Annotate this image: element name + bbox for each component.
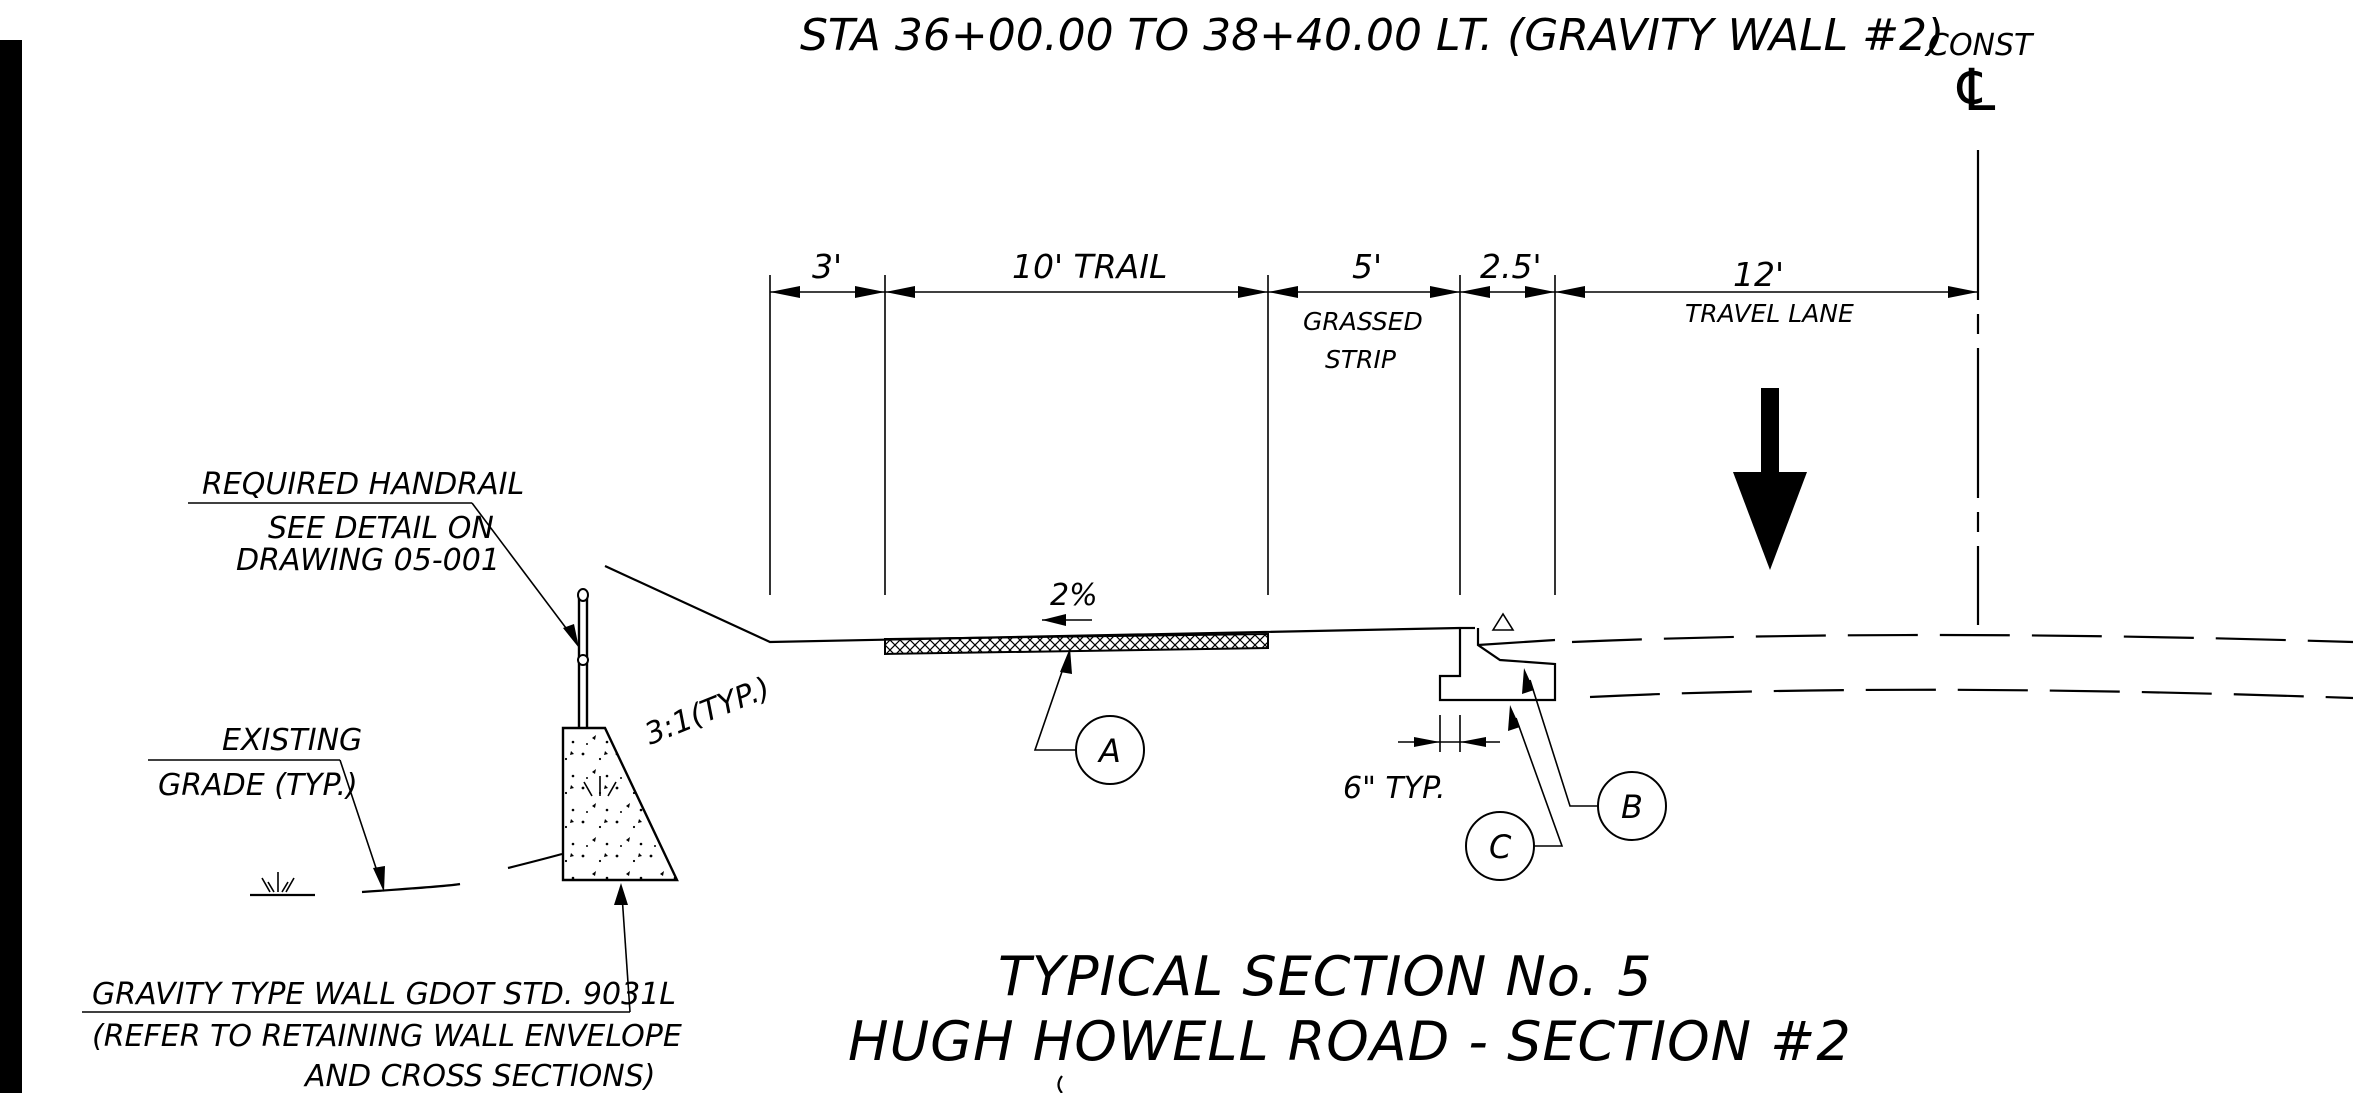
callout-b <box>1522 668 1667 841</box>
traffic-direction-arrow <box>1733 388 1807 570</box>
svg-text:EXISTING: EXISTING <box>222 723 362 758</box>
callout-c-label: C <box>1489 828 1512 866</box>
curb-and-gutter <box>1438 612 1557 702</box>
slope-label: 3:1(TYP.) <box>640 671 775 753</box>
existing-grade-note: EXISTING GRADE (TYP.) <box>148 723 385 892</box>
cross-slope-label: 2% <box>1050 578 1098 613</box>
extension-lines <box>769 275 1556 595</box>
gravity-wall-note: GRAVITY TYPE WALL GDOT STD. 9031L (REFER… <box>82 883 682 1093</box>
sheet-border-bar <box>0 40 22 1093</box>
svg-text:SEE DETAIL ON: SEE DETAIL ON <box>268 511 494 546</box>
dim-3ft: 3' <box>812 247 842 286</box>
callout-a-label: A <box>1097 732 1121 770</box>
road-title: HUGH HOWELL ROAD - SECTION #2 <box>848 1010 1852 1073</box>
dim-strip: STRIP <box>1325 345 1397 374</box>
dim-travel-lane: TRAVEL LANE <box>1685 299 1854 328</box>
dimension-string <box>770 286 1978 298</box>
gravity-wall <box>561 726 679 882</box>
svg-text:AND CROSS SECTIONS): AND CROSS SECTIONS) <box>303 1059 655 1093</box>
roadway-surface-line <box>1571 633 2353 644</box>
centerline-symbol: ℄ <box>1956 56 1995 124</box>
trail-pavement <box>884 632 1269 656</box>
svg-text:GRAVITY TYPE WALL GDOT STD. 90: GRAVITY TYPE WALL GDOT STD. 9031L <box>92 977 676 1012</box>
dim-12ft: 12' <box>1733 255 1784 294</box>
curb-offset-label: 6" TYP. <box>1343 771 1446 806</box>
dim-10ft-trail: 10' TRAIL <box>1012 247 1167 286</box>
roadway-subbase-line <box>1589 688 2353 700</box>
svg-text:GRADE (TYP.): GRADE (TYP.) <box>158 768 358 803</box>
section-title: TYPICAL SECTION No. 5 <box>998 945 1653 1008</box>
svg-text:REQUIRED HANDRAIL: REQUIRED HANDRAIL <box>202 467 524 502</box>
dim-2-5ft: 2.5' <box>1480 247 1542 286</box>
svg-text:(REFER TO RETAINING WALL ENVEL: (REFER TO RETAINING WALL ENVELOPE <box>92 1019 682 1054</box>
ground-profile <box>250 565 1475 897</box>
handrail-post <box>577 588 589 728</box>
dim-grassed: GRASSED <box>1303 307 1423 336</box>
handrail-note: REQUIRED HANDRAIL SEE DETAIL ON DRAWING … <box>188 467 579 648</box>
svg-text:DRAWING 05-001: DRAWING 05-001 <box>236 543 500 578</box>
callout-c <box>1465 705 1564 881</box>
curb-offset-dimension <box>1398 715 1500 752</box>
const-label: CONST <box>1928 28 2035 63</box>
callout-a <box>1033 648 1145 785</box>
clipped-subtitle-fragment <box>1057 1075 1063 1093</box>
callout-b-label: B <box>1621 788 1643 826</box>
station-range-title: STA 36+00.00 TO 38+40.00 LT. (GRAVITY WA… <box>800 10 1944 61</box>
cross-slope-arrow <box>1042 614 1092 626</box>
dim-5ft: 5' <box>1352 247 1382 286</box>
